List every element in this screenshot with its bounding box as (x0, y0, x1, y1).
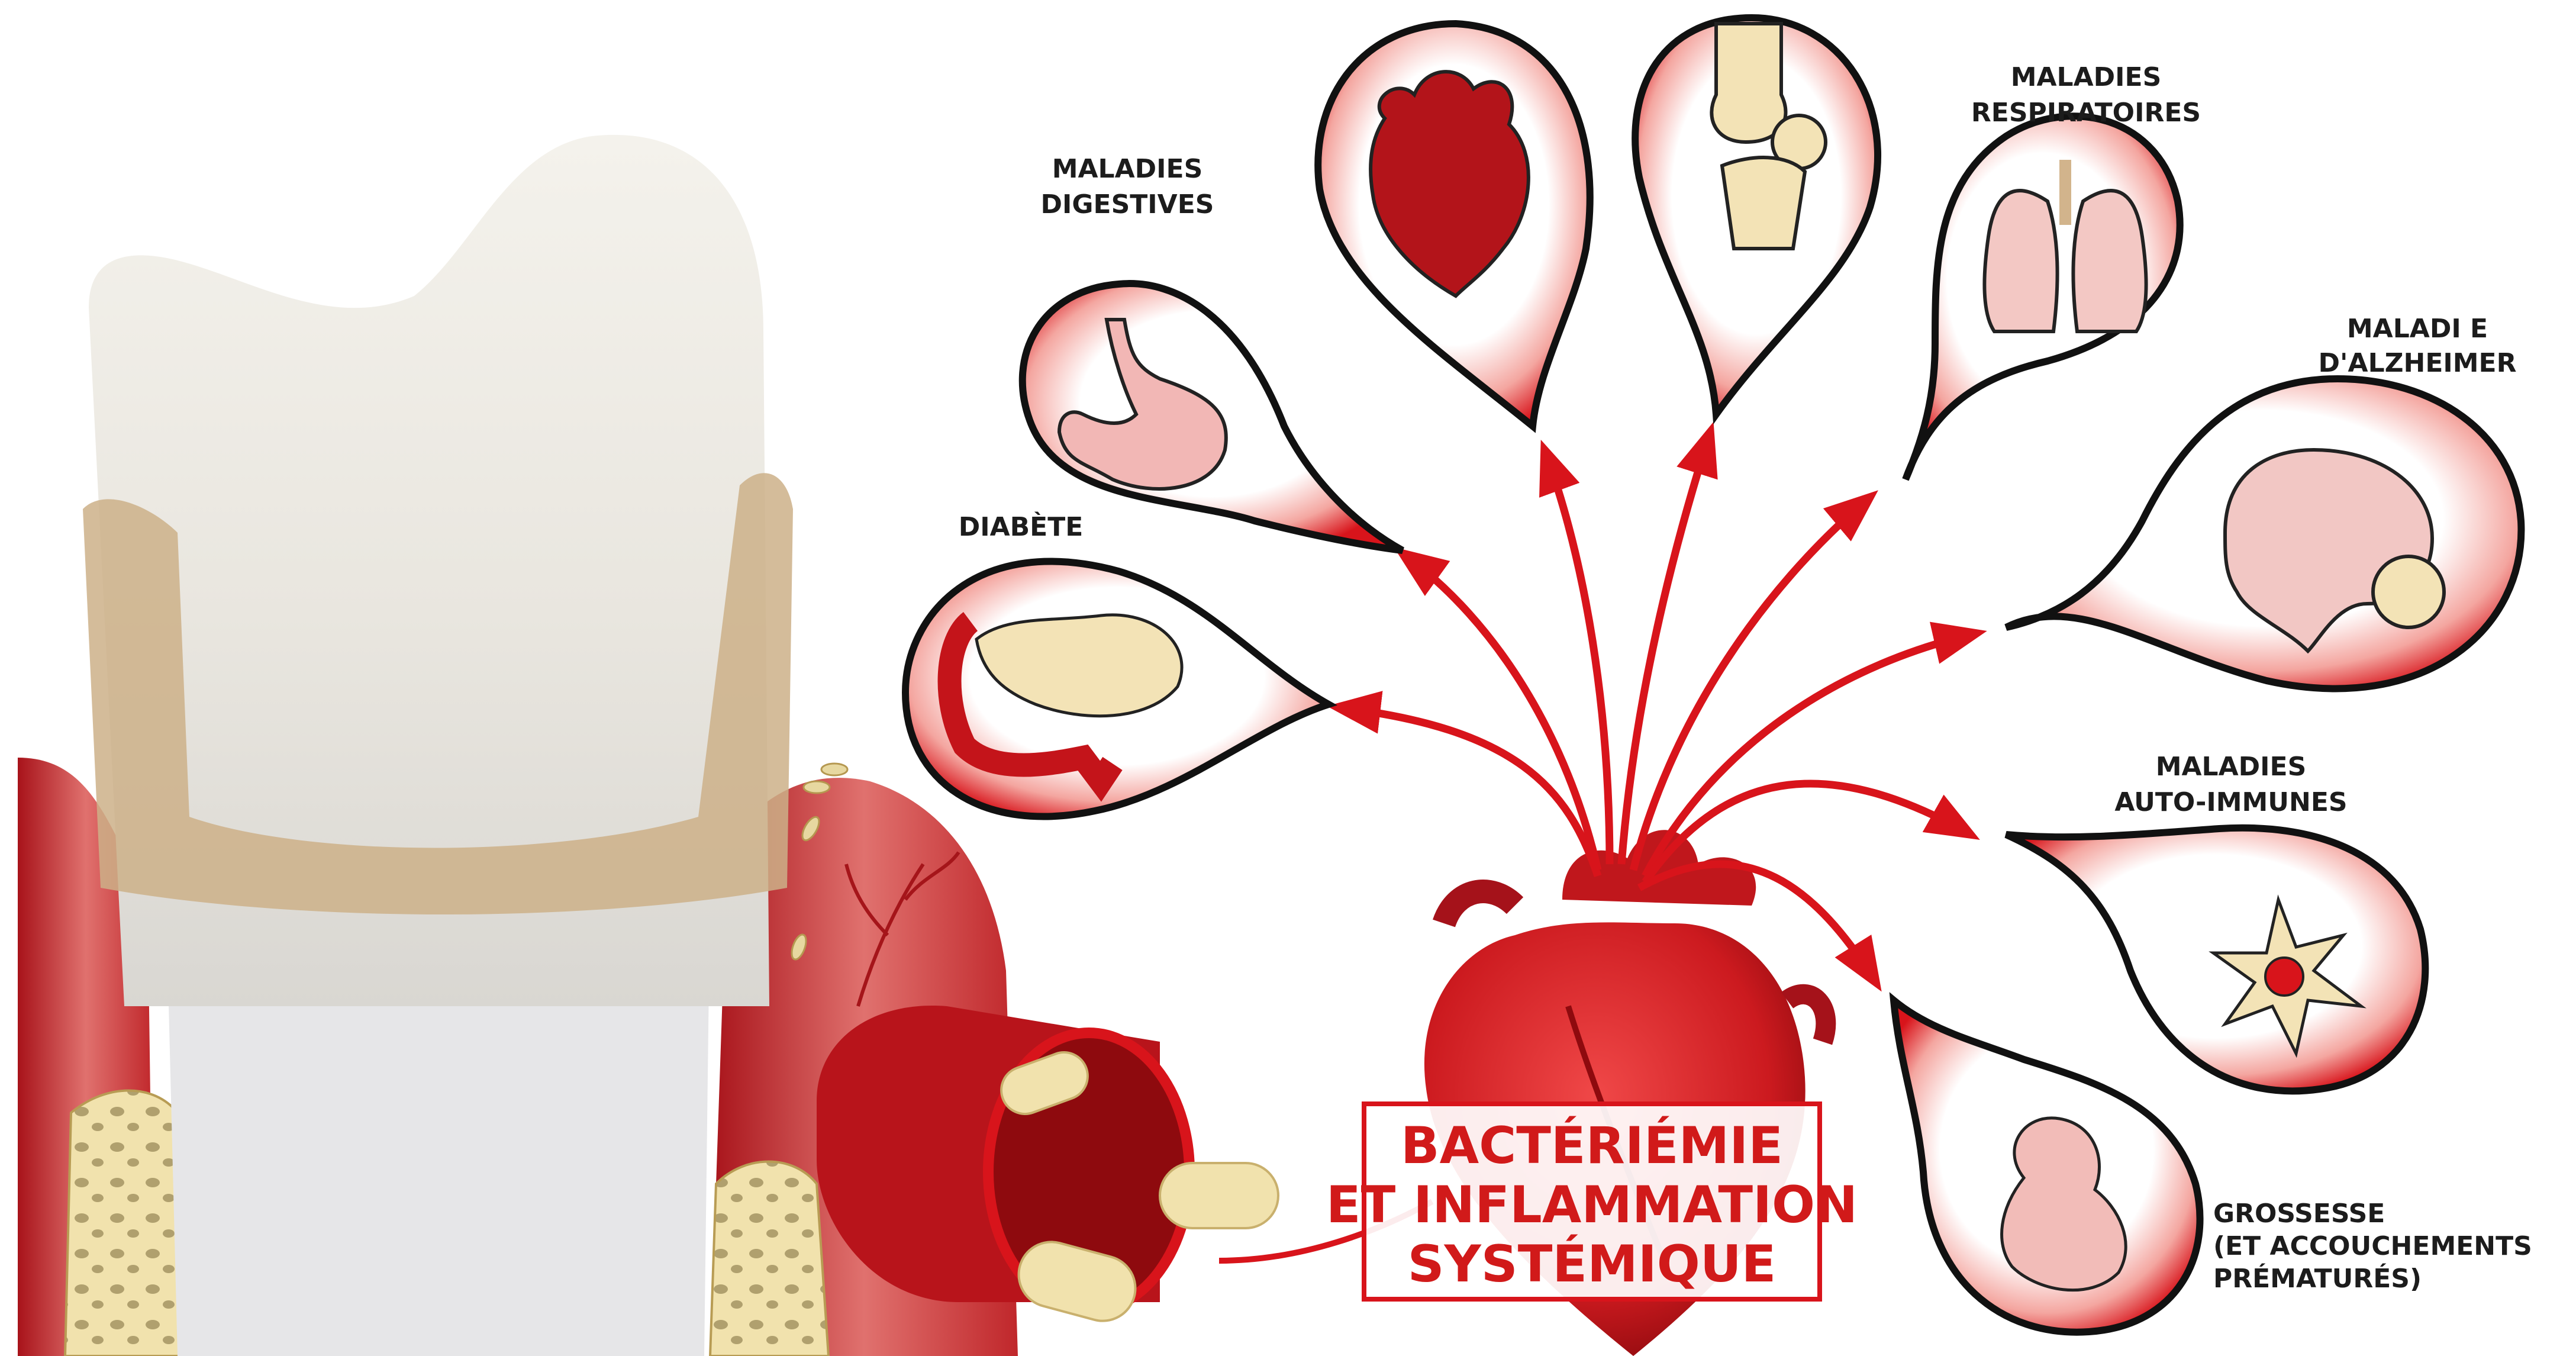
label-pregnancy-line-2: (ET ACCOUCHEMENTS (2213, 1231, 2532, 1261)
bubble-pregnancy (1894, 1000, 2200, 1332)
label-pregnancy-line-3: PRÉMATURÉS) (2213, 1262, 2422, 1294)
center-label-line-2: ET INFLAMMATION (1326, 1175, 1858, 1235)
label-digestive-line-1: MALADIES (1052, 154, 1203, 184)
bubble-autoimmune-shape (2006, 828, 2425, 1091)
label-alzheimer-line-2: D'ALZHEIMER (2319, 348, 2517, 378)
bubble-respiratory (1906, 116, 2180, 479)
alveolar-bone-right (710, 1162, 828, 1356)
center-label-box: BACTÉRIÉMIE ET INFLAMMATION SYSTÉMIQUE (1326, 1104, 1858, 1299)
label-respiratory-line-2: RESPIRATOIRES (1971, 98, 2201, 128)
label-respiratory-line-1: MALADIES (2011, 62, 2162, 92)
bubble-cardio (1318, 24, 1590, 426)
arrow-to-alzheimer (1645, 633, 1977, 876)
label-autoimmune-line-2: AUTO-IMMUNES (2114, 787, 2347, 817)
center-label-line-3: SYSTÉMIQUE (1408, 1234, 1777, 1294)
label-autoimmune-line-1: MALADIES (2156, 752, 2307, 782)
label-pregnancy-line-1: GROSSESSE (2213, 1199, 2385, 1229)
blood-vessel (817, 1006, 1432, 1328)
bubble-digestive (1023, 284, 1403, 550)
bubble-joints (1635, 18, 1878, 414)
bubble-autoimmune (2006, 828, 2425, 1091)
bubble-alzheimer (2006, 379, 2521, 688)
heart-left-vessel (1444, 891, 1515, 923)
arrow-to-digestive (1403, 553, 1598, 870)
center-label-line-1: BACTÉRIÉMIE (1401, 1116, 1783, 1175)
label-digestive-line-2: DIGESTIVES (1041, 189, 1214, 220)
label-diabetes-line-1: DIABÈTE (959, 511, 1084, 542)
arrow-to-diabetes (1337, 707, 1598, 876)
bubble-diabetes (905, 562, 1329, 817)
label-alzheimer-line-1: MALADI E (2347, 314, 2488, 344)
